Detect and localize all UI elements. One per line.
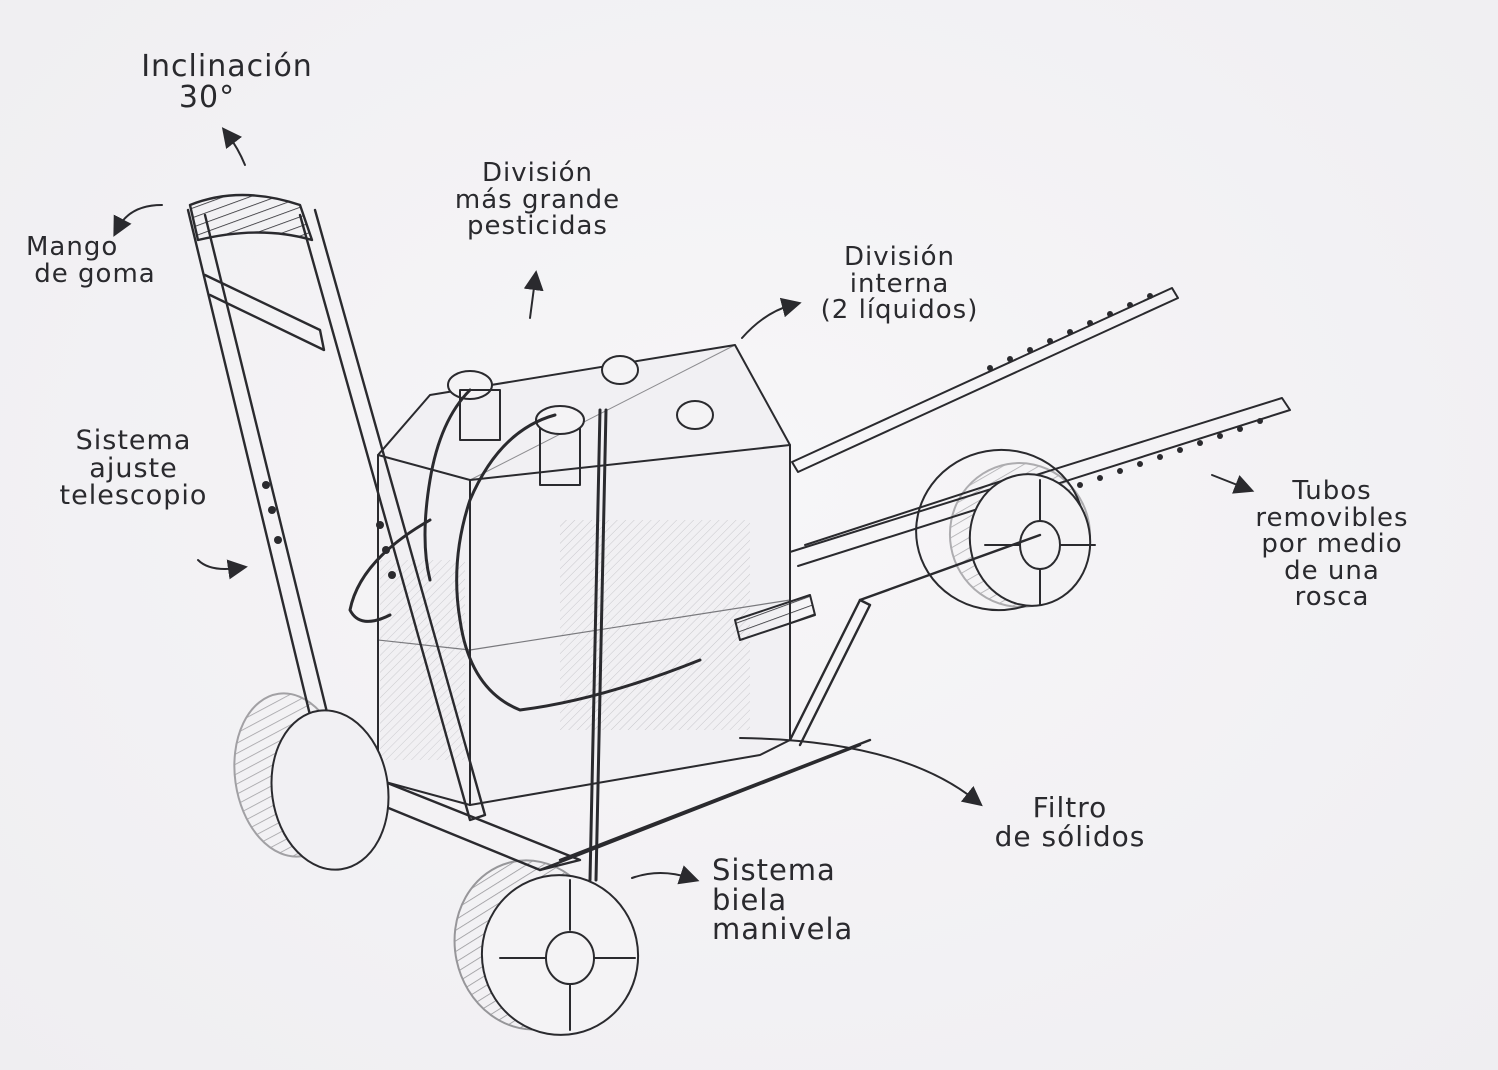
handle-frame: [186, 193, 487, 862]
label-tubos: Tubos removibles por medio de una rosca: [1255, 476, 1409, 613]
label-division-grande: División más grande pesticidas: [454, 158, 621, 242]
label-biela: Sistema biela manivela: [712, 853, 854, 947]
hoses: [348, 388, 702, 882]
label-filtro: Filtro de sólidos: [994, 791, 1146, 853]
cart-frame: [318, 533, 1042, 872]
label-inclinacion: Inclinación 30°: [141, 49, 313, 115]
tank: [377, 344, 791, 806]
front-left-wheel: [233, 692, 390, 871]
rear-right-wheel: [915, 448, 1096, 612]
label-sistema-ajuste: Sistema ajuste telescopio: [59, 425, 208, 512]
label-division-interna: División interna (2 líquidos): [820, 242, 979, 326]
label-mango: Mango de goma: [26, 232, 156, 289]
front-right-wheel: [453, 859, 640, 1036]
filter: [734, 594, 816, 641]
annotation-arrows: [113, 127, 1255, 885]
